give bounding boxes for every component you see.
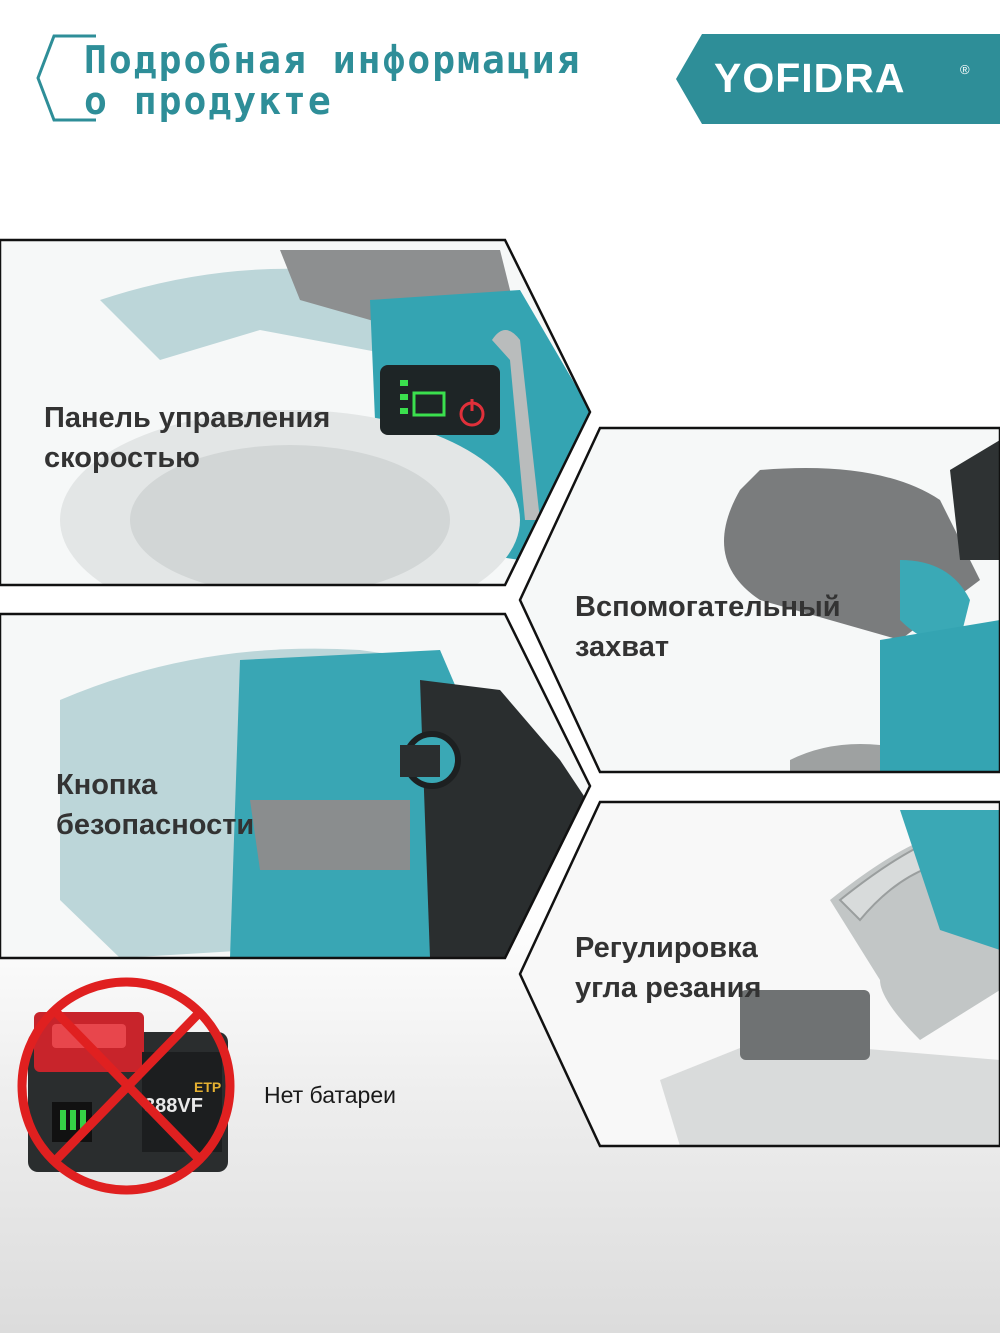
aux-grip-label-line2: захват (575, 631, 670, 663)
no-battery-text: Нет батареи (264, 1082, 396, 1108)
page-title: Подробная информация о продукте (84, 40, 582, 122)
hexagon-frame-icon (36, 34, 96, 122)
battery-tag: ETP (194, 1079, 221, 1095)
aux-grip-label-line1: Вспомогательный (575, 591, 841, 623)
registered-mark: ® (960, 62, 970, 77)
no-battery-icon: 388VF ETP (17, 977, 235, 1195)
page-title-line2: о продукте (84, 79, 333, 123)
speed-panel-label-line2: скоростью (44, 442, 200, 474)
cut-angle-label: Регулировка угла резания (575, 928, 761, 1008)
safety-button-label-line1: Кнопка (56, 769, 158, 801)
safety-button-label: Кнопка безопасности (56, 765, 254, 845)
speed-panel-label-line1: Панель управления (44, 402, 331, 434)
speed-panel-label: Панель управления скоростью (44, 398, 330, 478)
aux-grip-label: Вспомогательный захват (575, 587, 841, 667)
cut-angle-label-line1: Регулировка (575, 932, 758, 964)
safety-button-label-line2: безопасности (56, 809, 255, 841)
brand-banner (676, 34, 1000, 124)
page-title-line1: Подробная информация (84, 38, 582, 82)
cut-angle-label-line2: угла резания (575, 972, 762, 1004)
brand-logo: YOFIDRA (714, 55, 906, 101)
